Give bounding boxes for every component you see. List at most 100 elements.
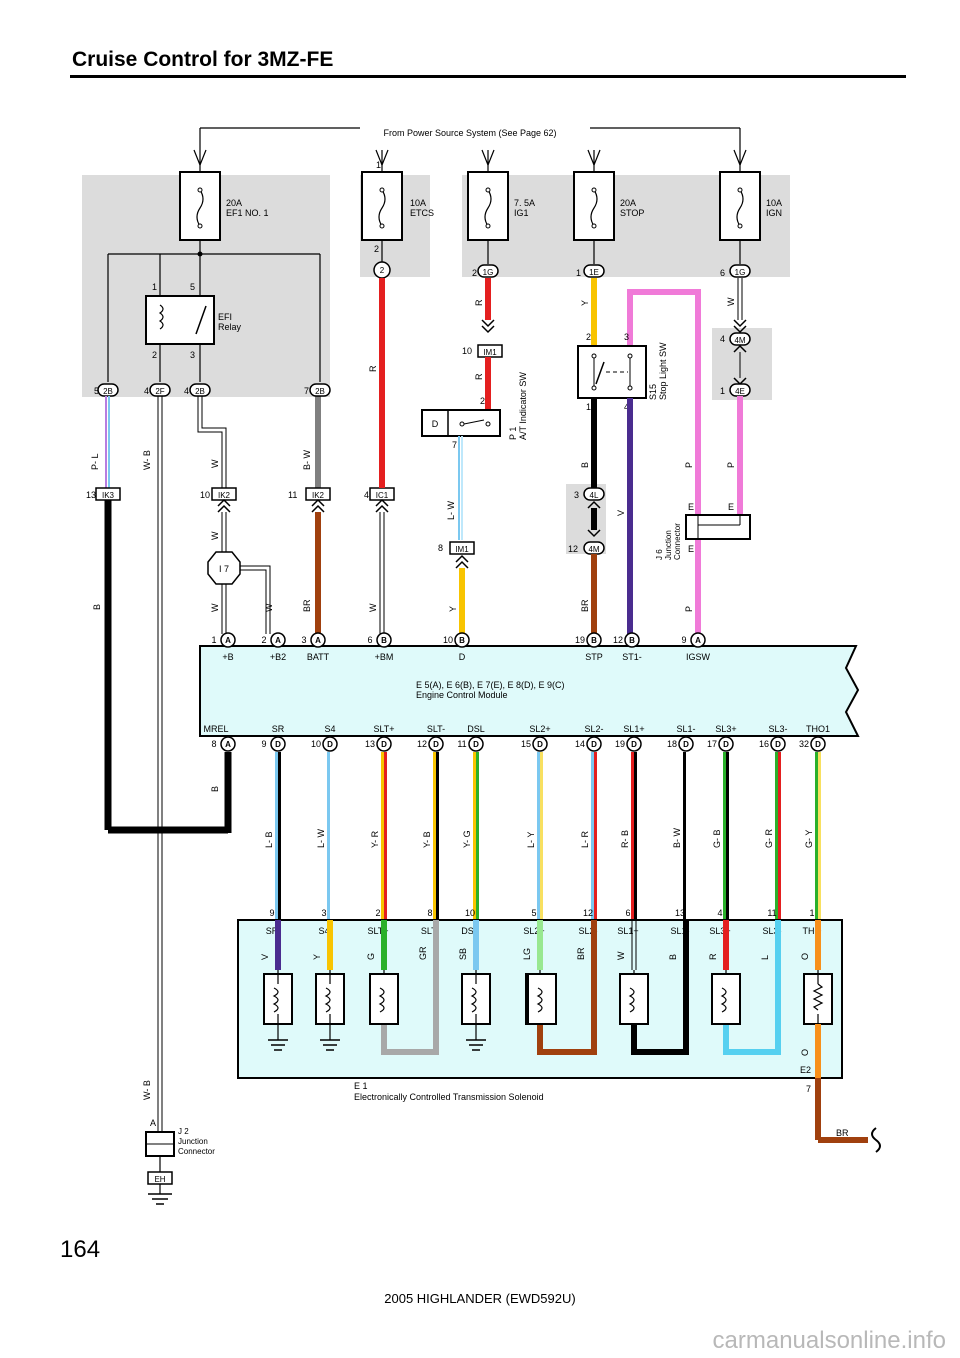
connector-letter: B bbox=[629, 636, 635, 645]
svg-text:IC1: IC1 bbox=[376, 491, 389, 500]
eh-label: EH bbox=[154, 1175, 165, 1184]
wire-label: BR bbox=[580, 599, 590, 612]
wire-label: L- W bbox=[446, 500, 456, 520]
svg-text:IK2: IK2 bbox=[218, 491, 231, 500]
pin-number: 2 bbox=[375, 908, 380, 918]
connector-letter: D bbox=[815, 740, 821, 749]
connector-letter: A bbox=[225, 636, 231, 645]
j6-name2: Connector bbox=[673, 523, 682, 560]
sw-code: S15 bbox=[648, 384, 658, 400]
connector-4e: 4E bbox=[729, 383, 751, 397]
pin-name: ST1- bbox=[622, 652, 642, 662]
pin-name: SLT+ bbox=[367, 926, 388, 936]
connector-letter: A bbox=[315, 636, 321, 645]
pin-number: 9 bbox=[261, 739, 266, 749]
wire-label: Y bbox=[448, 606, 458, 612]
svg-text:2: 2 bbox=[472, 268, 477, 278]
svg-text:4: 4 bbox=[144, 386, 149, 396]
pin-number: 8 bbox=[211, 739, 216, 749]
svg-text:2B: 2B bbox=[103, 387, 113, 396]
svg-text:3: 3 bbox=[624, 332, 629, 342]
svg-text:1: 1 bbox=[376, 160, 381, 170]
svg-text:8: 8 bbox=[438, 543, 443, 553]
wire-label: R bbox=[474, 299, 484, 306]
wire-label: R bbox=[368, 365, 378, 372]
wire-label: G- B bbox=[712, 829, 722, 848]
pin-number: 14 bbox=[575, 739, 585, 749]
svg-text:4: 4 bbox=[364, 490, 369, 500]
svg-text:6: 6 bbox=[720, 268, 725, 278]
wire-label: Y- G bbox=[462, 830, 472, 848]
wire-label: W- B bbox=[142, 1080, 152, 1100]
ecm-name: Engine Control Module bbox=[416, 690, 508, 700]
svg-text:IM1: IM1 bbox=[483, 348, 497, 357]
stop-light-sw: S15 Stop Light SW bbox=[577, 342, 668, 400]
pin-name: SR bbox=[266, 926, 279, 936]
pin-number: 9 bbox=[681, 635, 686, 645]
pin-number: 12 bbox=[417, 739, 427, 749]
wire-label: G- Y bbox=[804, 830, 814, 848]
pin-number: 18 bbox=[667, 739, 677, 749]
svg-text:4M: 4M bbox=[588, 545, 599, 554]
page-number: 164 bbox=[60, 1236, 101, 1263]
solenoid-name: Electronically Controlled Transmission S… bbox=[354, 1092, 544, 1102]
pin-number: 13 bbox=[675, 908, 685, 918]
pin-name: BATT bbox=[307, 652, 330, 662]
wire-color: W bbox=[616, 951, 626, 960]
wire-label: B bbox=[210, 786, 220, 792]
wire-label: R- B bbox=[620, 830, 630, 848]
ecm-code: E 5(A), E 6(B), E 7(E), E 8(D), E 9(C) bbox=[416, 680, 565, 690]
connector-letter: B bbox=[459, 636, 465, 645]
wire-color: B bbox=[668, 954, 678, 960]
footer-text: 2005 HIGHLANDER (EWD592U) bbox=[384, 1291, 576, 1306]
pin-name: STP bbox=[585, 652, 603, 662]
connector-1e: 1E bbox=[583, 264, 605, 278]
connector-letter: A bbox=[275, 636, 281, 645]
pin-e: E bbox=[688, 544, 694, 554]
fuse-rating: 10A bbox=[410, 198, 426, 208]
pin-number: 3 bbox=[301, 635, 306, 645]
pin-name: IGSW bbox=[686, 652, 711, 662]
wire-label: L- Y bbox=[526, 832, 536, 848]
wire-label: B bbox=[580, 462, 590, 468]
wire-label: BR bbox=[302, 599, 312, 612]
svg-text:1: 1 bbox=[720, 386, 725, 396]
pin-number: 5 bbox=[531, 908, 536, 918]
at-indicator-sw: D P 1 A/T Indicator SW bbox=[421, 372, 528, 440]
wire-label: W bbox=[210, 603, 220, 612]
svg-text:IM1: IM1 bbox=[455, 545, 469, 554]
wire-label: Y- B bbox=[422, 831, 432, 848]
connector-2f: 2F bbox=[149, 383, 171, 397]
svg-text:2F: 2F bbox=[155, 387, 164, 396]
svg-text:7: 7 bbox=[452, 440, 457, 450]
wire-label: B- W bbox=[672, 827, 682, 848]
connector-letter: A bbox=[695, 636, 701, 645]
pin-number: 10 bbox=[465, 908, 475, 918]
connector-letter: D bbox=[433, 740, 439, 749]
pin-name: D bbox=[459, 652, 466, 662]
title-rule bbox=[70, 75, 906, 78]
pin-number: 1 bbox=[211, 635, 216, 645]
svg-text:IK2: IK2 bbox=[312, 491, 325, 500]
pin-number: 11 bbox=[457, 739, 466, 749]
fuse-rating: 10A bbox=[766, 198, 782, 208]
pin-name: DSL bbox=[461, 926, 479, 936]
svg-text:2: 2 bbox=[380, 266, 385, 275]
wire-color: L bbox=[760, 955, 770, 960]
connector-letter: D bbox=[775, 740, 781, 749]
fuse-name: IGN bbox=[766, 208, 782, 218]
pin-number: 2 bbox=[261, 635, 266, 645]
ecm-box bbox=[199, 645, 860, 737]
